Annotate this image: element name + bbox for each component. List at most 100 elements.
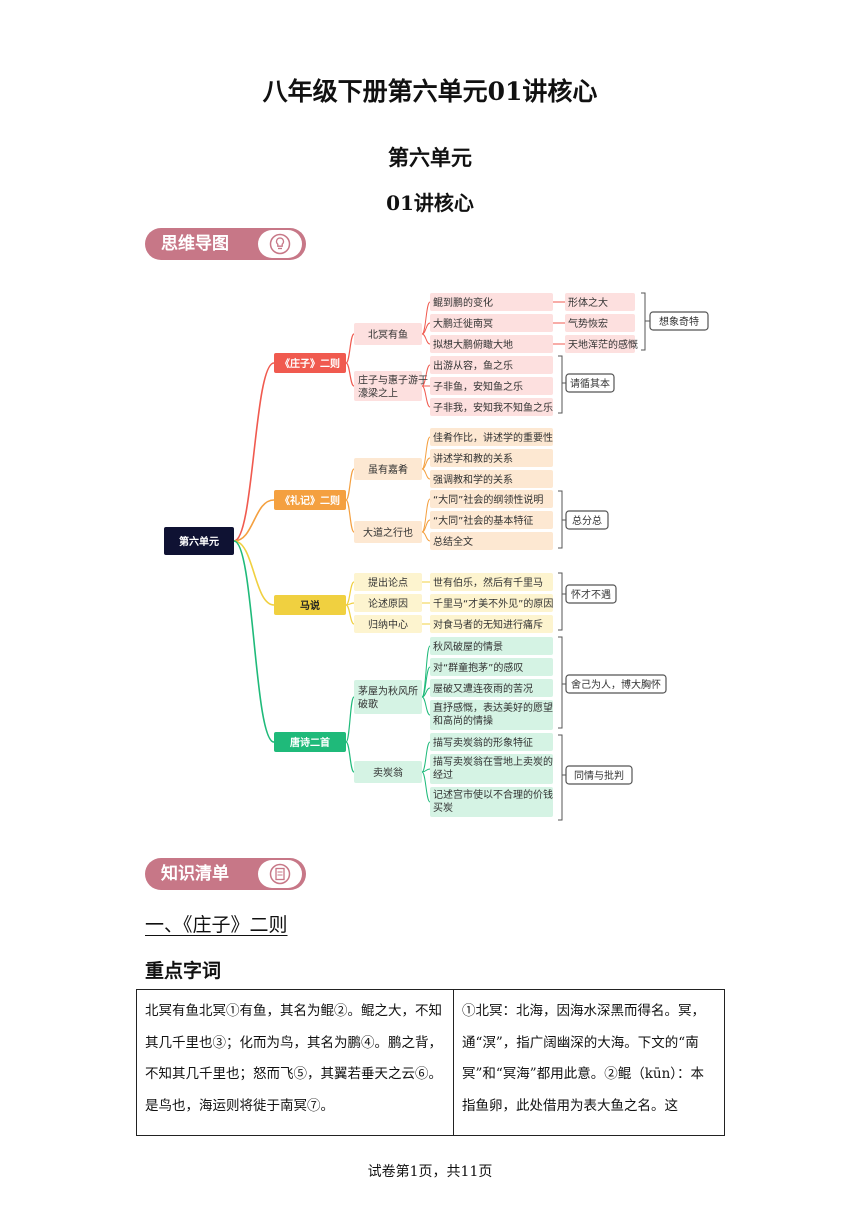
mindmap-leaf-label: 佳肴作比，讲述学的重要性 [433,431,553,444]
mindmap-child-label: 虽有嘉肴 [368,463,408,476]
sub-heading: 重点字词 [145,960,222,982]
mindmap-note [565,335,635,353]
mindmap-leaf-label: 千里马“才美不外见”的原因 [433,597,553,610]
mindmap-leaf [430,679,553,697]
mindmap-summary [565,584,617,604]
mindmap-leaf [430,490,553,508]
mindmap-root-label: 第六单元 [179,535,219,548]
unit-title: 第六单元 [388,145,472,170]
mindmap-banner: 思维导图 [145,228,306,260]
mindmap-leaf [430,293,553,311]
vocabulary-table: 北冥有鱼北冥①有鱼，其名为鲲②。鲲之大，不知其几千里也③；化而为鸟，其名为鹏④。… [136,989,725,1136]
mindmap-leaf [430,637,553,655]
knowledge-list-banner-label: 知识清单 [161,864,229,884]
mindmap-leaf-label: 对食马者的无知进行痛斥 [433,618,543,631]
document-title: 八年级下册第六单元01讲核心 [262,77,598,106]
mindmap-note-label: 气势恢宏 [568,317,608,330]
mindmap-summary-label: 想象奇特 [659,315,699,328]
mindmap-leaf-label: 对“群童抱茅”的感叹 [433,661,523,674]
mindmap-note [565,314,635,332]
mindmap-summary-label: 同情与批判 [574,769,624,782]
mindmap-leaf [430,532,553,550]
mindmap-leaf [430,594,553,612]
mindmap-root [164,527,234,555]
mindmap-connector [421,468,431,480]
mindmap-leaf [430,511,553,529]
page-footer: 试卷第1页，共11页 [367,1164,493,1180]
annotation-cell: ①北冥：北海，因海水深黑而得名。冥，通“溟”，指广阔幽深的大海。下文的“南冥”和… [462,1003,705,1114]
mindmap-leaf-label: 描写卖炭翁在雪地上卖炭的经过 [433,755,553,781]
mindmap-leaf [430,658,553,676]
mindmap-summary [565,510,609,530]
mindmap-leaf-label: 子非鱼，安知鱼之乐 [433,380,523,393]
mindmap-summary-label: 舍己为人，博大胸怀 [571,678,661,691]
section-heading: 一、《庄子》二则 [145,914,288,936]
mindmap-summary-label: 怀才不遇 [571,588,611,601]
mindmap-leaf [430,377,553,395]
mindmap-bracket [558,636,563,729]
mindmap-child [354,680,422,714]
mindmap-leaf-label: 大鹏迁徙南冥 [433,317,493,330]
mindmap-child-label: 卖炭翁 [373,766,403,779]
mindmap-leaf [430,733,553,751]
mindmap-leaf [430,615,553,633]
mindmap-connector [421,498,431,533]
mindmap-connector [421,531,431,542]
mindmap-leaf [430,335,553,353]
mindmap-leaf [430,787,553,817]
mindmap-leaf-label: 秋风破屋的情景 [433,640,503,653]
mindmap-leaf-label: 子非我，安知我不知鱼之乐 [433,401,553,414]
mindmap-note [565,293,635,311]
mindmap-child-label: 归纳中心 [368,618,408,631]
mindmap-leaf [430,573,553,591]
mindmap-child-label: 北冥有鱼 [368,328,408,341]
mindmap-leaf [430,700,553,730]
mindmap-child [354,521,422,543]
mindmap-branch [274,353,346,373]
mindmap-summary [565,674,667,694]
mindmap-child [354,323,422,345]
mindmap-bracket [558,490,563,549]
mindmap-branch-label: 马说 [300,599,320,612]
mindmap-leaf [430,449,553,467]
mindmap-bracket [558,355,563,414]
mindmap: 第六单元《庄子》二则北冥有鱼鲲到鹏的变化形体之大大鹏迁徙南冥气势恢宏拟想大鹏俯瞰… [164,292,709,821]
mindmap-bracket [641,292,646,351]
mindmap-branch-label: 《礼记》二则 [280,494,340,507]
lesson-title: 01讲核心 [386,191,474,215]
mindmap-connector [421,696,431,716]
mindmap-leaf [430,470,553,488]
mindmap-summary [565,373,615,393]
mindmap-leaf-label: 记述宫市使以不合理的价钱买炭 [433,788,553,814]
mindmap-leaf-label: “大同”社会的纲领性说明 [433,493,543,506]
mindmap-connector [421,687,431,698]
mindmap-leaf-label: 拟想大鹏俯瞰大地 [433,338,513,351]
mindmap-connector [345,604,355,625]
mindmap-connector [345,468,355,501]
mindmap-child-label: 茅屋为秋风所破歌 [358,685,418,711]
document-icon [258,860,302,888]
mindmap-summary-label: 请循其本 [570,377,610,390]
mindmap-connector [233,540,275,606]
mindmap-connector [421,768,431,773]
source-text-cell: 北冥有鱼北冥①有鱼，其名为鲲②。鲲之大，不知其几千里也③；化而为鸟，其名为鹏④。… [137,990,454,1135]
mindmap-branch [274,595,346,615]
mindmap-connector [421,666,431,698]
mindmap-leaf-label: 讲述学和教的关系 [433,452,513,465]
mindmap-child [354,458,422,480]
mindmap-connector [421,364,431,387]
mindmap-child-label: 大道之行也 [363,526,413,539]
mindmap-connector [421,333,431,345]
mindmap-connector [421,645,431,698]
mindmap-connector [421,741,431,773]
mindmap-leaf-label: 总结全文 [433,535,473,548]
mindmap-child [354,573,422,591]
mindmap-leaf [430,398,553,416]
mindmap-connector [421,322,431,335]
mindmap-leaf-label: “大同”社会的基本特征 [433,514,533,527]
mindmap-note-label: 形体之大 [568,296,608,309]
mindmap-connector [345,333,355,364]
mindmap-connector [345,696,355,743]
mindmap-connector [233,540,275,743]
mindmap-branch-label: 《庄子》二则 [280,357,340,370]
